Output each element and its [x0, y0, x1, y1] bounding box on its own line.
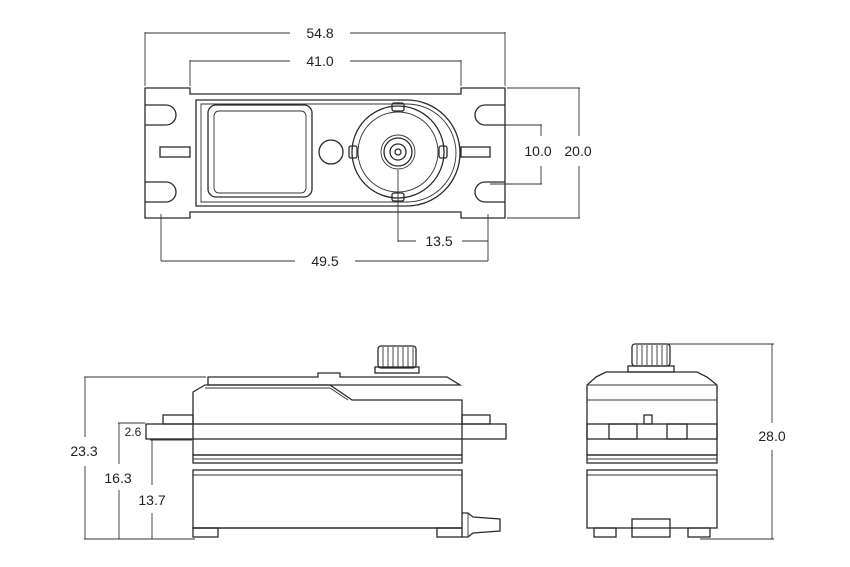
- cable-strain-relief: [462, 512, 501, 538]
- dim-total-height: 28.0: [758, 428, 785, 444]
- dim-outer-height: 20.0: [564, 143, 591, 159]
- top-dimension-lines: [144, 32, 580, 262]
- round-boss: [318, 139, 344, 165]
- side-upper-case: [192, 384, 463, 456]
- side-view: [145, 345, 507, 538]
- dim-output-offset: 13.5: [425, 233, 452, 249]
- end-lower-body: [586, 469, 718, 529]
- dim-flange-height: 16.3: [104, 470, 131, 486]
- side-mounting-flange: [145, 423, 507, 440]
- dim-inner-height: 10.0: [524, 143, 551, 159]
- end-flange: [586, 423, 718, 440]
- dim-hole-spacing: 41.0: [306, 53, 333, 69]
- side-output-gear: [374, 345, 420, 374]
- dim-lower-body-height: 13.7: [138, 492, 165, 508]
- top-view-outline: [144, 87, 506, 219]
- side-dimension-lines: [84, 376, 206, 540]
- dim-flange-thickness: 2.6: [125, 425, 142, 439]
- top-view: [144, 87, 506, 219]
- end-dimension-lines: [668, 343, 774, 540]
- side-lower-case: [192, 469, 463, 529]
- top-case-frame: [195, 99, 461, 207]
- end-body-top: [586, 371, 718, 456]
- output-spline: [380, 134, 416, 170]
- mounting-ear-right: [460, 104, 505, 203]
- dim-mount-spacing: 49.5: [311, 253, 338, 269]
- end-output-gear: [627, 343, 675, 373]
- dim-overall-height: 23.3: [70, 443, 97, 459]
- mounting-ear-left: [145, 104, 191, 203]
- end-view: [586, 343, 718, 538]
- dim-overall-width: 54.8: [306, 25, 333, 41]
- label-window: [207, 104, 313, 198]
